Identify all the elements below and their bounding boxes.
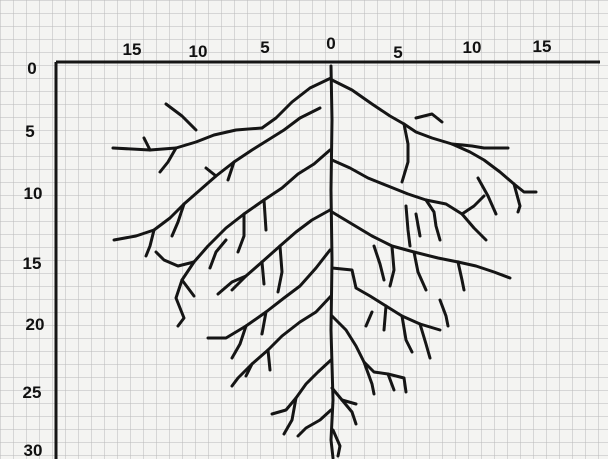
top-tick-right-5: 5 (393, 43, 402, 62)
root-right-lower-twig-2 (384, 306, 386, 330)
top-tick-right-10: 10 (463, 38, 482, 57)
root-left-second-twig-4 (264, 200, 266, 230)
depth-tick-10: 10 (24, 184, 43, 203)
top-tick-left-15: 15 (123, 40, 142, 59)
depth-tick-15: 15 (23, 254, 42, 273)
depth-tick-5: 5 (25, 122, 34, 141)
top-tick-left-5: 5 (260, 38, 269, 57)
root-left-lower-twig-3 (268, 350, 270, 370)
depth-tick-25: 25 (23, 383, 42, 402)
root-left-third-twig-2 (262, 262, 264, 284)
depth-tick-30: 30 (24, 441, 43, 459)
top-tick-left-10: 10 (189, 42, 208, 61)
depth-tick-0: 0 (27, 59, 36, 78)
top-tick-right-15: 15 (533, 37, 552, 56)
top-tick-center-0: 0 (326, 34, 335, 53)
depth-tick-20: 20 (26, 315, 45, 334)
